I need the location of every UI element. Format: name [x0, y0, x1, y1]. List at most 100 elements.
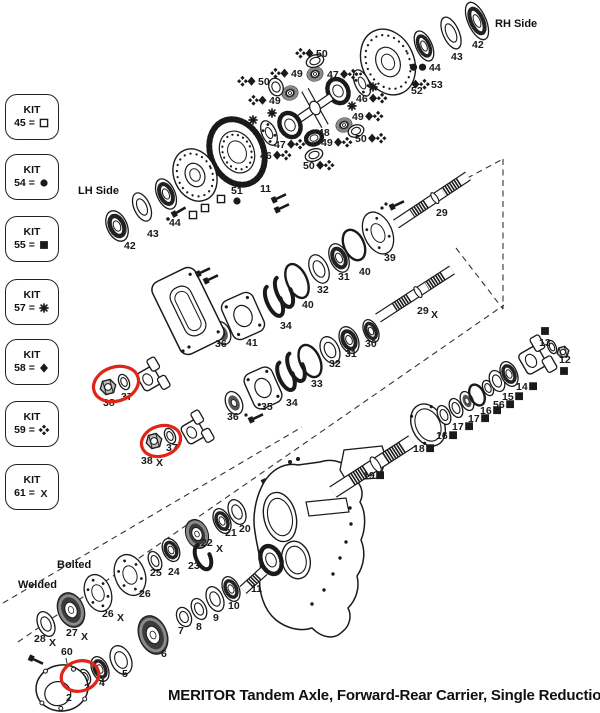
square-filled-icon [515, 392, 523, 401]
asterisk-icon [248, 115, 258, 125]
kit-heading: KIT [23, 349, 41, 362]
square-filled-icon [506, 400, 514, 409]
diamond-icon [280, 68, 289, 78]
part-label-14: 14 [516, 381, 528, 393]
kit-number: 55 [14, 238, 26, 251]
kit-heading: KIT [23, 289, 41, 302]
circle-icon [409, 63, 418, 71]
part-label-41: 41 [246, 337, 258, 349]
diamond-icon [273, 150, 282, 160]
quad-icon [295, 47, 306, 59]
part-label-13: 13 [539, 337, 551, 349]
part-label-34: 34 [280, 320, 292, 332]
diamond-icon [39, 363, 48, 373]
part-label-29: 29 [436, 207, 448, 219]
kit-heading: KIT [23, 104, 41, 117]
part-label-11: 11 [260, 183, 271, 195]
kit-number: 61 [14, 486, 26, 499]
diamond-icon [258, 95, 267, 105]
quad-icon [323, 159, 335, 171]
equals-sign: = [28, 238, 35, 251]
quad-icon [294, 138, 306, 150]
diamond-icon [305, 48, 314, 58]
square-filled-icon [560, 367, 568, 375]
square-filled-icon [449, 431, 457, 440]
part-label-30: 30 [365, 338, 377, 350]
part-label-56: 56 [493, 399, 505, 411]
svg-text:X: X [40, 488, 47, 499]
kit-number: 45 [14, 116, 26, 129]
part-label-36: 36 [227, 411, 239, 423]
part-label-46: 46 [356, 93, 368, 105]
quad-icon [248, 94, 259, 106]
equals-sign: = [28, 486, 35, 499]
square-filled-icon [426, 444, 434, 453]
part-label-49: 49 [269, 95, 281, 107]
part-label-51: 51 [231, 185, 243, 197]
square-open-icon [216, 194, 226, 204]
highlight-circle [139, 423, 183, 459]
part-label-31: 31 [345, 348, 357, 360]
kit-heading: KIT [23, 226, 41, 239]
part-label-49: 49 [321, 137, 333, 149]
asterisk-icon [267, 108, 277, 118]
square-filled-icon [493, 406, 501, 415]
square-open-icon [188, 210, 198, 220]
part-label-18: 18 [413, 443, 425, 455]
part-label-17: 17 [468, 413, 480, 425]
x-mark-icon: X [40, 488, 47, 499]
part-label-50: 50 [316, 48, 328, 60]
part-label-23: 23 [188, 560, 200, 572]
equals-sign: = [28, 423, 35, 436]
part-label-50: 50 [303, 160, 315, 172]
red-highlights [59, 364, 183, 693]
square-open-icon [39, 118, 49, 128]
part-label-35: 35 [261, 401, 273, 413]
part-label-10: 10 [228, 600, 240, 612]
square-filled-icon [481, 414, 489, 423]
part-label-22: 22 [201, 537, 213, 549]
kit-number: 57 [14, 301, 26, 314]
part-label-6: 6 [161, 648, 167, 660]
equals-sign: = [28, 301, 35, 314]
part-label-17: 17 [452, 421, 464, 433]
part-label-X: X [81, 631, 88, 643]
quad-icon [237, 75, 248, 87]
quad-icon [372, 110, 384, 122]
part-label-38: 38 [141, 455, 153, 467]
part-label-8: 8 [196, 621, 202, 633]
part-label-42: 42 [124, 240, 136, 252]
part-label-50: 50 [355, 133, 367, 145]
quad-icon [376, 92, 388, 104]
part-label-53: 53 [431, 79, 443, 91]
part-label-47: 47 [327, 69, 339, 81]
square-filled-icon [541, 327, 549, 335]
square-filled-icon [465, 422, 473, 431]
part-label-24: 24 [168, 566, 180, 578]
part-label-11: 11 [251, 583, 262, 595]
part-label-2: 2 [66, 692, 72, 704]
part-label-4: 4 [99, 677, 105, 689]
part-label-60: 60 [61, 646, 73, 658]
part-label-27: 27 [66, 627, 78, 639]
part-label-5: 5 [122, 668, 128, 680]
part-label-X: X [156, 457, 163, 469]
part-label-20: 20 [239, 523, 251, 535]
part-label-16: 16 [436, 430, 448, 442]
asterisk-icon [347, 101, 357, 111]
part-label-25: 25 [150, 567, 162, 579]
bolted-label: Bolted [57, 559, 91, 571]
quad-icon [341, 136, 353, 148]
part-label-40: 40 [302, 299, 314, 311]
asterisk-icon [39, 302, 49, 313]
kit-heading: KIT [23, 164, 41, 177]
square-filled-icon [376, 471, 384, 480]
equals-sign: = [28, 361, 35, 374]
part-label-49: 49 [352, 111, 364, 123]
